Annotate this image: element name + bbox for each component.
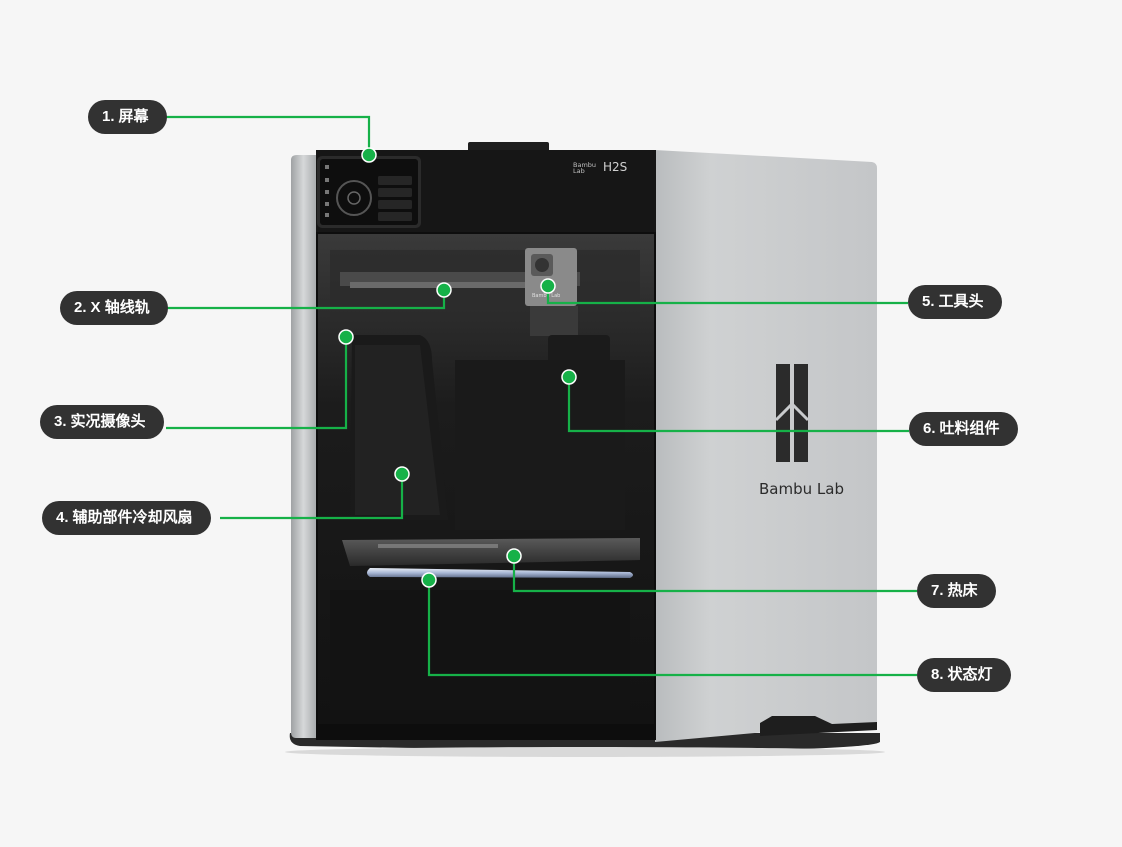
left-frame-post bbox=[291, 155, 316, 738]
brand-small-text: Bambu bbox=[573, 161, 596, 169]
callout-leader-line bbox=[567, 377, 909, 433]
callout-marker-dot bbox=[540, 278, 556, 294]
side-logo-icon bbox=[774, 364, 810, 462]
callout-marker-dot bbox=[506, 548, 522, 564]
touch-screen bbox=[317, 156, 421, 228]
heat-bed bbox=[342, 538, 640, 566]
callout-number: 3. bbox=[54, 413, 67, 430]
callout-text: 状态灯 bbox=[947, 666, 993, 683]
right-side-panel bbox=[655, 150, 877, 742]
side-logo-text: Bambu Lab bbox=[759, 480, 844, 498]
callout-text: 屏幕 bbox=[118, 108, 149, 125]
callout-number: 2. bbox=[74, 299, 87, 316]
callout-label: 8.状态灯 bbox=[917, 658, 1011, 692]
callout-text: 热床 bbox=[947, 582, 978, 599]
toolhead bbox=[525, 248, 578, 336]
callout-label: 6.吐料组件 bbox=[909, 412, 1018, 446]
callout-leader-line bbox=[512, 556, 917, 593]
brand-small-sub: Lab bbox=[573, 167, 585, 175]
callout-label: 1.屏幕 bbox=[88, 100, 167, 134]
callout-leader-line bbox=[220, 474, 404, 520]
callout-label: 4.辅助部件冷却风扇 bbox=[42, 501, 211, 535]
callout-label: 7.热床 bbox=[917, 574, 996, 608]
callout-marker-dot bbox=[338, 329, 354, 345]
callout-marker-dot bbox=[394, 466, 410, 482]
callout-text: 实况摄像头 bbox=[70, 413, 146, 430]
callout-leader-line bbox=[427, 580, 917, 677]
callout-marker-dot bbox=[436, 282, 452, 298]
callout-leader-line bbox=[166, 337, 348, 430]
model-name-text: H2S bbox=[603, 160, 627, 174]
callout-marker-dot bbox=[561, 369, 577, 385]
callout-text: X 轴线轨 bbox=[90, 299, 150, 316]
callout-label: 5.工具头 bbox=[908, 285, 1002, 319]
callout-number: 5. bbox=[922, 293, 935, 310]
callout-marker-dot bbox=[421, 572, 437, 588]
callout-number: 6. bbox=[923, 420, 936, 437]
callout-text: 工具头 bbox=[938, 293, 984, 310]
callout-marker-dot bbox=[361, 147, 377, 163]
callout-text: 吐料组件 bbox=[939, 420, 1000, 437]
callout-number: 7. bbox=[931, 582, 944, 599]
callout-number: 1. bbox=[102, 108, 115, 125]
callout-label: 3.实况摄像头 bbox=[40, 405, 164, 439]
callout-label: 2.X 轴线轨 bbox=[60, 291, 168, 325]
callout-number: 8. bbox=[931, 666, 944, 683]
toolhead-brand-text: Bambu Lab bbox=[532, 293, 560, 299]
callout-text: 辅助部件冷却风扇 bbox=[72, 509, 193, 526]
callout-leader-line bbox=[166, 115, 371, 155]
callout-number: 4. bbox=[56, 509, 69, 526]
